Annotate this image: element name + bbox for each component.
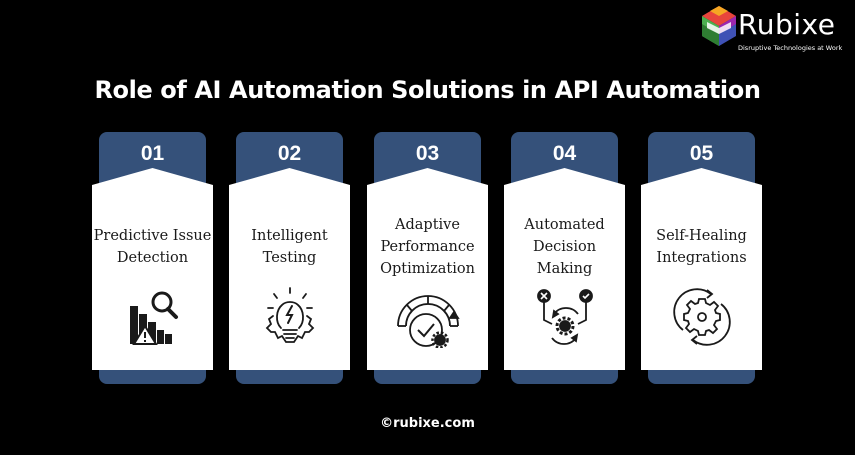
page-title: Role of AI Automation Solutions in API A… [94, 76, 761, 104]
card-body [504, 168, 625, 370]
card-label: Self-Healing Integrations [656, 228, 747, 266]
rubix-cube-logo-icon [702, 6, 736, 46]
card-adaptive-performance-optimization: 03 Adaptive Performance Optimization [367, 132, 488, 384]
gauge-check-gear-icon [392, 286, 464, 349]
card-number: 02 [277, 142, 302, 165]
chart-warning-magnifier-icon [122, 286, 184, 348]
decision-gear-icon [534, 286, 596, 348]
lightbulb-gear-icon [259, 286, 321, 348]
card-self-healing-integrations: 05 Self-Healing Integrations [641, 132, 762, 384]
card-label: Intelligent Testing [251, 228, 328, 266]
card-automated-decision-making: 04 Automated Decision Making [504, 132, 625, 384]
footer-copyright: ©rubixe.com [380, 416, 475, 431]
card-label: Predictive Issue Detection [93, 228, 212, 266]
brand-tagline: Disruptive Technologies at Work [738, 44, 843, 52]
card-body [641, 168, 762, 370]
card-body [229, 168, 350, 370]
card-predictive-issue-detection: 01 Predictive Issue Detection [92, 132, 213, 384]
card-intelligent-testing: 02 Intelligent Testing [229, 132, 350, 384]
gear-cycle-icon [671, 286, 733, 348]
card-number: 01 [140, 142, 165, 165]
brand-logo: Rubixe Disruptive Technologies at Work [702, 6, 852, 56]
card-number: 03 [415, 142, 440, 165]
card-number: 05 [689, 142, 714, 165]
card-label: Automated Decision Making [524, 217, 605, 277]
brand-name: Rubixe [738, 8, 836, 41]
card-label: Adaptive Performance Optimization [380, 217, 475, 277]
card-number: 04 [552, 142, 577, 165]
